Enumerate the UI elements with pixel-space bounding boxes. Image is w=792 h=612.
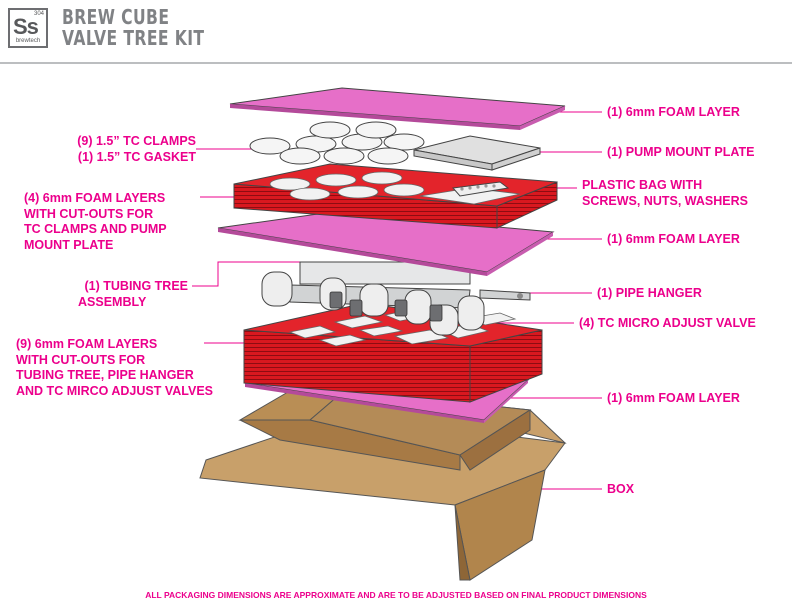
label-foam-four-line-4: MOUNT PLATE (24, 237, 114, 252)
label-foam-four-line-3: TC CLAMPS AND PUMP (24, 222, 167, 236)
label-tc-clamps-line-1: (9) 1.5” TC CLAMPS (77, 134, 196, 148)
title-line-1: BREW CUBE (62, 5, 170, 29)
foam-layer-top (229, 87, 566, 130)
header-divider (0, 62, 792, 64)
tubing-tree-assembly (261, 261, 531, 336)
pipe-hanger-hole (517, 293, 523, 299)
logo-symbol: Ss (13, 14, 39, 39)
title-line-2: VALVE TREE KIT (62, 26, 205, 50)
label-tubing-tree-line-2: ASSEMBLY (78, 294, 147, 309)
label-pipe-hanger: (1) PIPE HANGER (597, 286, 702, 300)
label-foam-top: (1) 6mm FOAM LAYER (607, 105, 740, 119)
label-foam-nine-layers: (9) 6mm FOAM LAYERS WITH CUT-OUTS FOR TU… (16, 337, 213, 399)
label-foam-four-line-1: (4) 6mm FOAM LAYERS (24, 191, 166, 205)
hardware-bag (452, 181, 510, 197)
label-foam-nine-line-1: (9) 6mm FOAM LAYERS (16, 337, 158, 351)
footnote: ALL PACKAGING DIMENSIONS ARE APPROXIMATE… (145, 590, 647, 600)
foam-layer-middle (217, 211, 555, 276)
logo-name: brewtech (15, 38, 41, 44)
label-foam-bottom: (1) 6mm FOAM LAYER (607, 391, 740, 405)
label-plastic-bag: PLASTIC BAG WITH SCREWS, NUTS, WASHERS (582, 178, 748, 209)
label-tc-clamps-line-2: (1) 1.5” TC GASKET (77, 149, 196, 164)
logo-number: 304 (33, 11, 44, 17)
label-foam-nine-line-2: WITH CUT-OUTS FOR (16, 352, 146, 367)
label-pump-mount-plate: (1) PUMP MOUNT PLATE (607, 145, 755, 159)
label-tubing-tree-line-1: (1) TUBING TREE (84, 279, 188, 293)
label-foam-nine-line-3: TUBING TREE, PIPE HANGER (16, 368, 194, 382)
label-tc-clamps: (9) 1.5” TC CLAMPS (1) 1.5” TC GASKET (36, 134, 196, 165)
label-foam-four-line-2: WITH CUT-OUTS FOR (24, 206, 154, 221)
label-plastic-bag-line-2: SCREWS, NUTS, WASHERS (582, 193, 748, 208)
pump-mount-plate (413, 135, 541, 171)
foam-stack-nine-layers (243, 302, 543, 403)
brand-logo: Ss 304 brewtech (8, 8, 48, 48)
tc-clamps-and-pump-plate (249, 121, 541, 171)
label-foam-middle: (1) 6mm FOAM LAYER (607, 232, 740, 246)
header: Ss 304 brewtech BREW CUBE VALVE TREE KIT (0, 0, 792, 62)
foam-stack-four-layers (233, 163, 558, 229)
label-foam-four-layers: (4) 6mm FOAM LAYERS WITH CUT-OUTS FOR TC… (24, 191, 167, 253)
cardboard-box (199, 384, 567, 581)
label-micro-adjust-valve: (4) TC MICRO ADJUST VALVE (579, 316, 756, 330)
label-plastic-bag-line-1: PLASTIC BAG WITH (582, 178, 703, 192)
label-foam-nine-line-4: AND TC MIRCO ADJUST VALVES (16, 383, 213, 398)
page-title: BREW CUBE VALVE TREE KIT (62, 7, 204, 49)
label-box: BOX (607, 482, 635, 496)
label-tubing-tree: (1) TUBING TREE ASSEMBLY (40, 279, 188, 310)
